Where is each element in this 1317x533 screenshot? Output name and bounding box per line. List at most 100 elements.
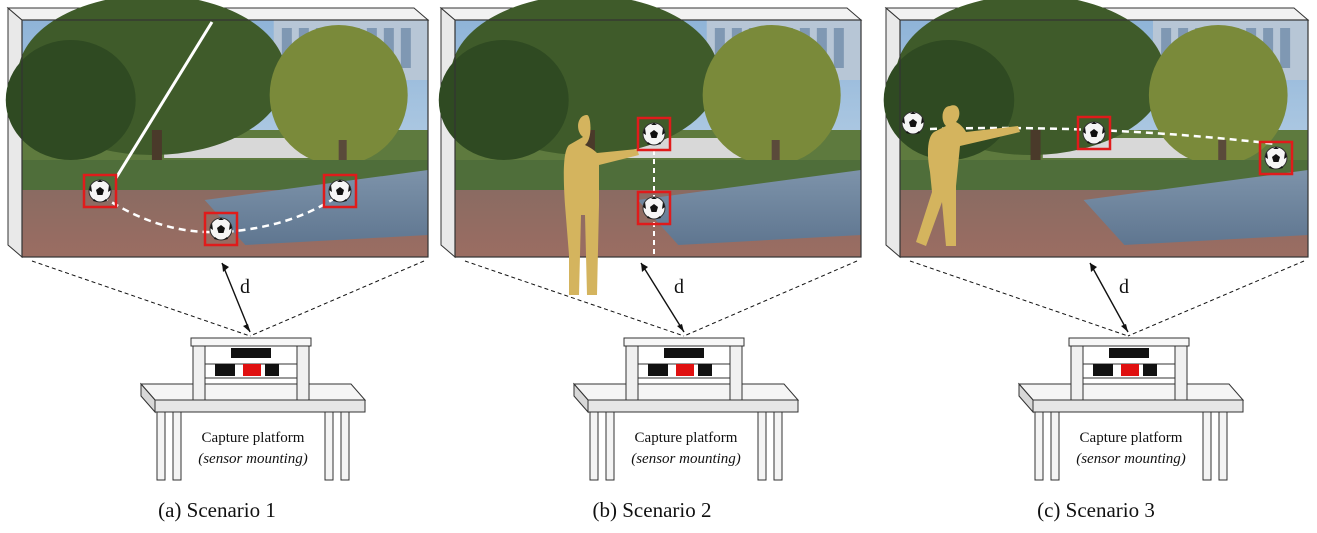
soccer-ball-icon bbox=[209, 217, 233, 241]
arrowhead-icon bbox=[1090, 263, 1097, 272]
tree-canopy bbox=[5, 40, 136, 160]
arrowhead-icon bbox=[677, 324, 684, 332]
detection-box bbox=[1258, 140, 1294, 176]
rig-post bbox=[729, 343, 743, 401]
photo-frame bbox=[899, 19, 1309, 258]
platform-label-3: Capture platform (sensor mounting) bbox=[1076, 428, 1186, 470]
building-window bbox=[833, 28, 844, 68]
fountain-pool bbox=[1083, 170, 1308, 245]
view-frustum-line bbox=[31, 260, 251, 337]
arrowhead-icon bbox=[1121, 324, 1128, 332]
table-leg bbox=[589, 411, 599, 481]
platform-title: Capture platform bbox=[634, 430, 738, 446]
table-top bbox=[572, 383, 800, 401]
table-leg bbox=[172, 411, 182, 481]
sensor-red bbox=[243, 364, 261, 376]
sensor-top bbox=[1109, 348, 1149, 358]
rig-bar bbox=[1068, 337, 1190, 347]
soccer-ball-icon bbox=[642, 122, 666, 146]
building-window bbox=[1161, 28, 1172, 68]
sensor-red bbox=[1121, 364, 1139, 376]
table-leg bbox=[1202, 411, 1212, 481]
table-top bbox=[139, 383, 367, 401]
arrowhead-icon bbox=[243, 324, 250, 332]
platform-subtitle: (sensor mounting) bbox=[631, 451, 741, 467]
detection-box bbox=[1076, 115, 1112, 151]
sensor-left bbox=[215, 364, 235, 376]
platform-label-1: Capture platform (sensor mounting) bbox=[198, 428, 308, 470]
table-leg bbox=[156, 411, 166, 481]
fountain-pool bbox=[637, 170, 861, 245]
detection-box bbox=[636, 116, 672, 152]
building-window bbox=[281, 28, 292, 68]
sensor-red bbox=[676, 364, 694, 376]
table-leg bbox=[1050, 411, 1060, 481]
view-frustum-line bbox=[683, 260, 858, 337]
rig-bar bbox=[190, 337, 312, 347]
distance-arrow bbox=[1089, 262, 1129, 333]
platform-title: Capture platform bbox=[201, 430, 305, 446]
table-leg bbox=[340, 411, 350, 481]
rig-post bbox=[296, 343, 310, 401]
detection-box bbox=[322, 173, 358, 209]
rig-post bbox=[192, 343, 206, 401]
person-silhouette bbox=[916, 105, 1020, 246]
soccer-ball-icon bbox=[328, 179, 352, 203]
person-silhouette bbox=[563, 115, 639, 295]
tree-canopy bbox=[1148, 25, 1288, 165]
caption-scenario-3: (c) Scenario 3 bbox=[1037, 498, 1155, 522]
scenario-panel-3 bbox=[883, 0, 1310, 481]
table-leg bbox=[773, 411, 783, 481]
soccer-ball-icon bbox=[642, 196, 666, 220]
sensor-left bbox=[648, 364, 668, 376]
distance-arrow bbox=[221, 262, 251, 333]
view-frustum-line bbox=[909, 260, 1129, 337]
trajectory-line bbox=[114, 21, 214, 179]
table-edge bbox=[1032, 399, 1244, 413]
distance-label-1: d bbox=[240, 276, 250, 298]
sensor-right bbox=[698, 364, 712, 376]
rig-post bbox=[1070, 343, 1084, 401]
distance-label-2: d bbox=[674, 276, 684, 298]
sensor-left bbox=[1093, 364, 1113, 376]
table-leg bbox=[757, 411, 767, 481]
distance-label-3: d bbox=[1119, 276, 1129, 298]
sensor-right bbox=[265, 364, 279, 376]
tree-canopy bbox=[438, 40, 569, 160]
table-top bbox=[1017, 383, 1245, 401]
soccer-ball-icon bbox=[901, 111, 925, 135]
arrowhead-icon bbox=[222, 263, 229, 272]
caption-scenario-1: (a) Scenario 1 bbox=[158, 498, 276, 522]
table-side bbox=[573, 382, 589, 414]
trajectory-dashed bbox=[101, 194, 339, 234]
caption-scenario-2: (b) Scenario 2 bbox=[592, 498, 712, 522]
rig-post bbox=[625, 343, 639, 401]
table-side bbox=[1018, 382, 1034, 414]
sensor-top bbox=[664, 348, 704, 358]
table-edge bbox=[154, 399, 366, 413]
rig-bar bbox=[623, 337, 745, 347]
tree-canopy bbox=[702, 25, 841, 165]
rig-post bbox=[1174, 343, 1188, 401]
detection-box bbox=[82, 173, 118, 209]
table-edge bbox=[587, 399, 799, 413]
soccer-ball-icon bbox=[1264, 146, 1288, 170]
fountain-pool bbox=[204, 170, 428, 245]
table-leg bbox=[1034, 411, 1044, 481]
distance-arrow bbox=[640, 262, 685, 333]
table-leg bbox=[605, 411, 615, 481]
detection-box bbox=[203, 211, 239, 247]
view-frustum-line bbox=[249, 260, 425, 337]
photo-frame bbox=[21, 19, 429, 258]
scenario-panel-2 bbox=[438, 0, 863, 481]
view-frustum-line bbox=[1127, 260, 1305, 337]
view-frustum-line bbox=[464, 260, 685, 337]
table-side bbox=[140, 382, 156, 414]
table-leg bbox=[1218, 411, 1228, 481]
platform-subtitle: (sensor mounting) bbox=[1076, 451, 1186, 467]
platform-label-2: Capture platform (sensor mounting) bbox=[631, 428, 741, 470]
soccer-ball-icon bbox=[88, 179, 112, 203]
detection-box bbox=[636, 190, 672, 226]
soccer-ball-icon bbox=[1082, 121, 1106, 145]
